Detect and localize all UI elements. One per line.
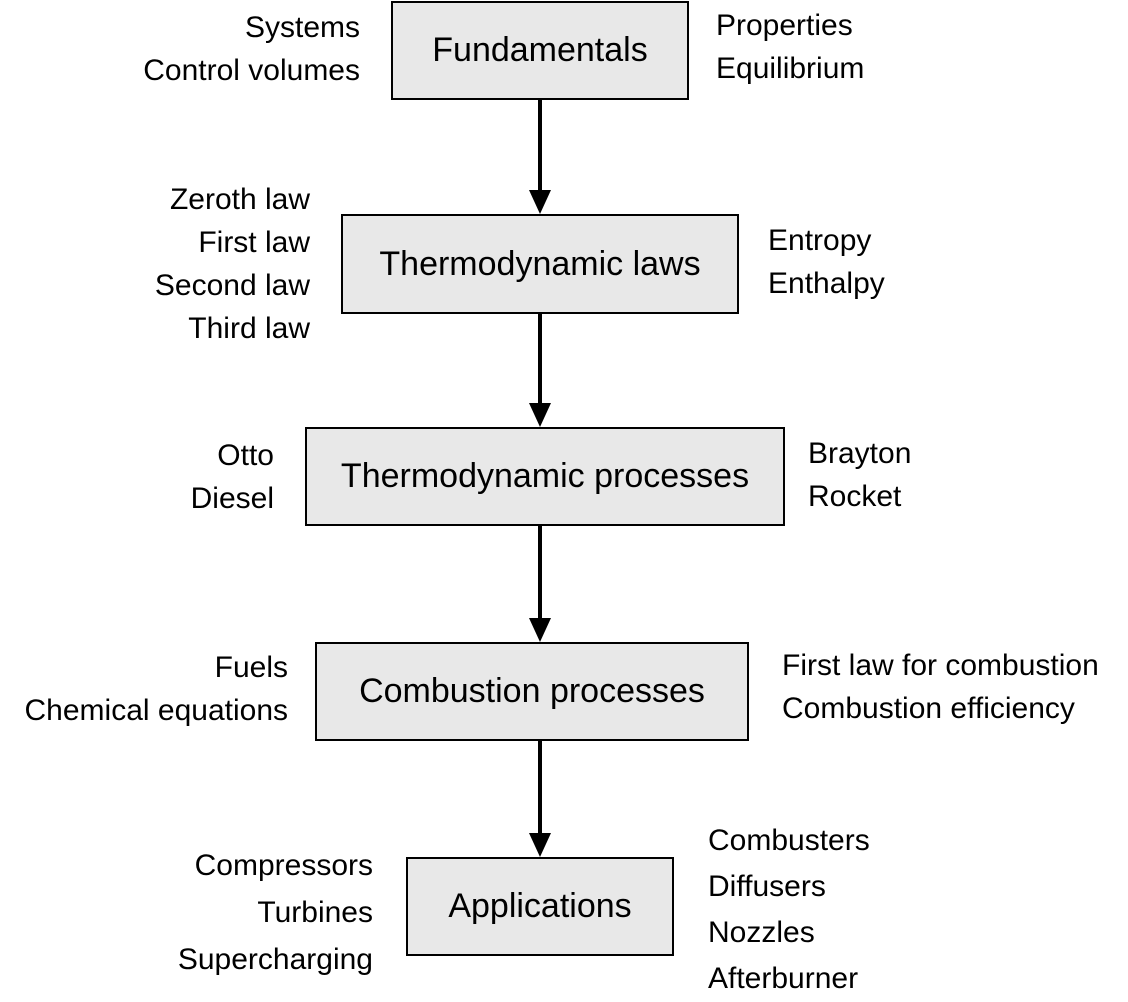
topic-label: Entropy [768,224,872,257]
topic-label: Nozzles [708,916,815,949]
stage-box-thermodynamic-laws: Thermodynamic laws [341,214,739,314]
topic-label: Second law [154,269,310,302]
topic-label: Supercharging [177,943,373,976]
topic-label: Control volumes [143,54,360,87]
stage-box-applications: Applications [406,857,674,956]
left-topics-thermodynamic-laws: Zeroth law First law Second law Third la… [155,178,310,350]
stage-box-thermodynamic-processes: Thermodynamic processes [305,427,785,526]
topic-label: Third law [188,312,310,345]
right-topics-thermodynamic-processes: Brayton Rocket [808,432,911,518]
topic-label: First law for combustion [782,649,1099,682]
topic-label: Diffusers [708,870,826,903]
topic-label: Properties [716,9,853,42]
right-topics-applications: Combusters Diffusers Nozzles Afterburner [708,818,870,1002]
left-topics-fundamentals: Systems Control volumes [143,6,360,92]
topic-label: Compressors [194,849,373,882]
right-topics-combustion-processes: First law for combustion Combustion effi… [782,644,1099,730]
stage-box-fundamentals: Fundamentals [391,1,689,100]
topic-label: Equilibrium [716,52,865,85]
topic-label: Turbines [257,896,373,929]
stage-title: Applications [448,887,632,925]
topic-label: Combustion efficiency [782,692,1075,725]
left-topics-thermodynamic-processes: Otto Diesel [191,434,274,520]
topic-label: Fuels [214,651,288,684]
right-topics-fundamentals: Properties Equilibrium [716,4,864,90]
topic-label: Afterburner [708,962,859,995]
topic-label: Brayton [808,437,912,470]
stage-box-combustion-processes: Combustion processes [315,642,749,741]
stage-title: Thermodynamic laws [379,244,701,283]
topic-label: Otto [217,439,274,472]
topic-label: Enthalpy [768,267,885,300]
topic-label: Rocket [808,480,902,513]
left-topics-applications: Compressors Turbines Supercharging [178,842,373,983]
topic-label: First law [198,226,310,259]
left-topics-combustion-processes: Fuels Chemical equations [25,646,288,732]
topic-label: Zeroth law [169,183,310,216]
topic-label: Systems [244,11,360,44]
right-topics-thermodynamic-laws: Entropy Enthalpy [768,219,885,305]
topic-label: Diesel [190,482,274,515]
stage-title: Thermodynamic processes [340,457,750,495]
topic-label: Chemical equations [24,694,288,727]
topic-label: Combusters [708,824,870,857]
stage-title: Fundamentals [432,31,648,69]
stage-title: Combustion processes [359,672,705,710]
